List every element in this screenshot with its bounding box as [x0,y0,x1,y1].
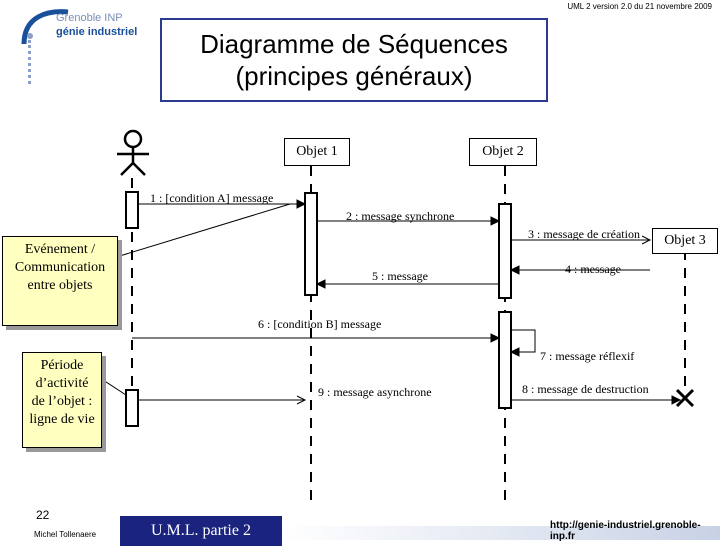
logo-swoosh-icon [21,9,69,45]
period-note-line1: Période [40,358,84,373]
header-reference: UML 2 version 2.0 du 21 novembre 2009 [567,2,712,11]
title-line1: Diagramme de Séquences [200,29,508,59]
activation-actor-1 [125,191,139,229]
dotted-decoration [28,40,41,84]
message-4-label: 4 : message [565,262,621,276]
destruction-icon [675,388,695,408]
footer-url: http://genie-industriel.grenoble-inp.fr [550,520,701,542]
message-5-label: 5 : message [372,269,428,283]
period-note-line3: de l’objet : [31,394,93,409]
activation-obj1 [304,192,318,296]
author-name: Michel Tollenaere [34,530,97,539]
period-note-line4: ligne de vie [29,412,95,427]
slide-title: Diagramme de Séquences (principes généra… [160,18,548,102]
note-connectors [99,203,291,396]
message-9-label: 9 : message asynchrone [318,385,432,399]
message-8-label: 8 : message de destruction [522,382,649,396]
message-7-label: 7 : message réflexif [540,349,635,363]
message-7-arrow [511,329,536,353]
event-note-line3: entre objets [27,278,93,293]
object-2-box: Objet 2 [469,138,537,166]
course-badge: U.M.L. partie 2 [120,516,282,546]
message-3-label: 3 : message de création [528,227,640,241]
event-note: Evénement / Communication entre objets [2,236,118,326]
activation-obj2-1 [498,203,512,299]
object-3-box: Objet 3 [652,228,718,254]
object-1-box: Objet 1 [284,138,350,166]
page-number: 22 [36,508,50,522]
activation-bars [125,191,512,427]
school-logo: Grenoble INP génie industriel [18,6,138,46]
message-1-label: 1 : [condition A] message [150,191,274,205]
message-2-label: 2 : message synchrone [346,209,455,223]
period-note-line2: d’activité [35,376,89,391]
message-arrows [132,199,682,405]
logo-line1: Grenoble INP [56,12,123,24]
message-6-label: 6 : [condition B] message [258,317,382,331]
event-note-line2: Communication [14,260,106,275]
activation-actor-2 [125,389,139,427]
title-line2: (principes généraux) [235,61,473,91]
footer-band [282,526,720,540]
lifeline-period-note: Période d’activité de l’objet : ligne de… [22,352,102,448]
activation-obj2-2 [498,311,512,409]
event-note-line1: Evénement / [24,242,96,257]
logo-line2: génie industriel [56,26,138,38]
actor-icon [117,129,149,176]
